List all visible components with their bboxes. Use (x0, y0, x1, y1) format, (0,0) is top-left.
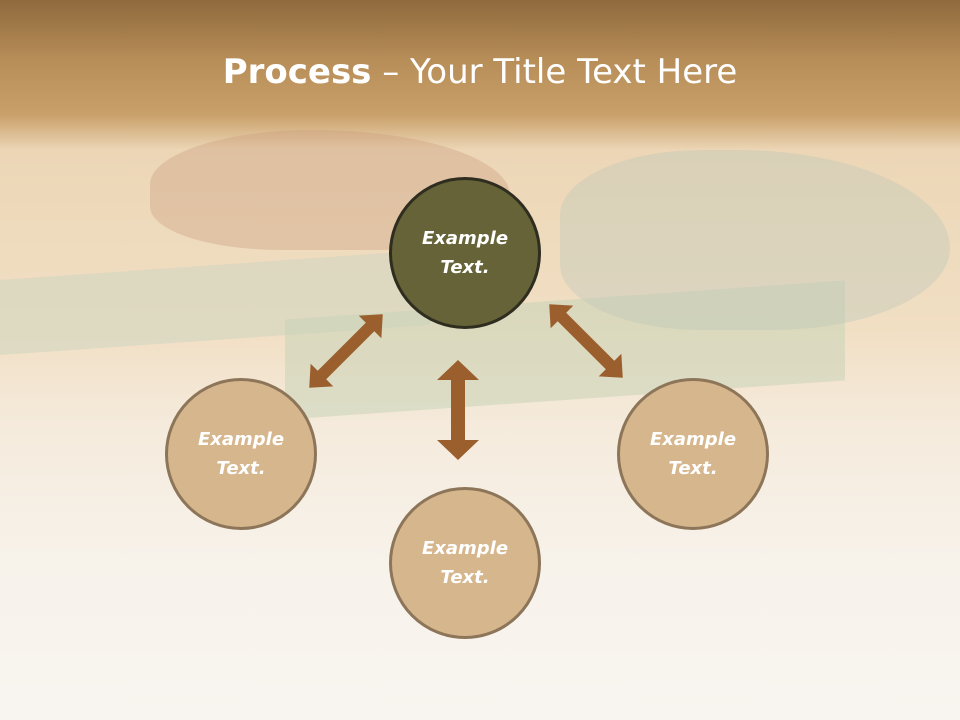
node-left-text: Example Text. (197, 429, 285, 479)
node-bottom-text: Example Text. (421, 538, 509, 588)
title-bold: Process (222, 52, 372, 92)
arrow-vertical (437, 360, 479, 460)
node-left: Example Text. (165, 378, 317, 530)
node-right: Example Text. (617, 378, 769, 530)
arrow-top-left (309, 314, 383, 388)
title-rest: – Your Title Text Here (371, 52, 738, 92)
node-right-text: Example Text. (649, 429, 737, 479)
node-top-text: Example Text. (421, 228, 509, 278)
node-top: Example Text. (389, 177, 541, 329)
background-photo-person (560, 150, 950, 330)
node-bottom: Example Text. (389, 487, 541, 639)
slide-title: Process – Your Title Text Here (0, 52, 960, 92)
arrow-top-right (549, 304, 623, 378)
